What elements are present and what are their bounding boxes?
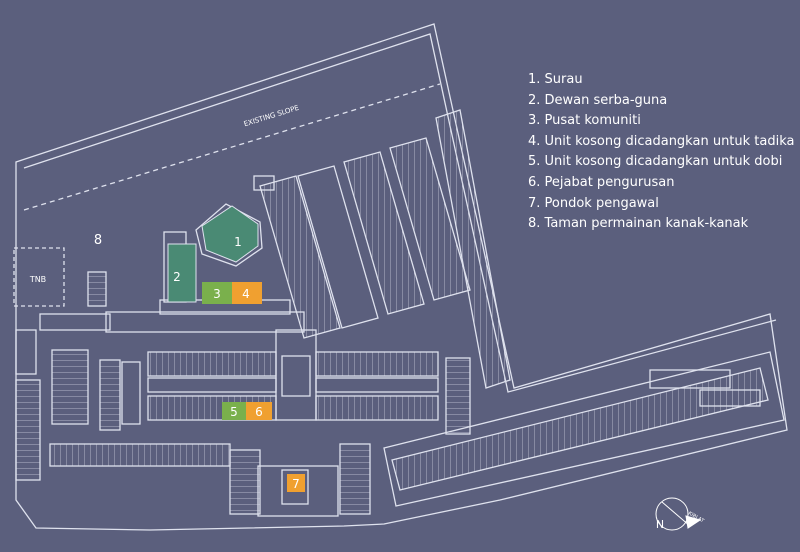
existing-slope-label: EXISTING SLOPE — [243, 104, 300, 128]
surau-outline — [195, 203, 263, 267]
compass — [655, 497, 702, 531]
tnb-box — [13, 247, 65, 307]
marker-1-label: 1 — [234, 235, 242, 249]
area-8-label: 8 — [94, 233, 102, 248]
marker-2 — [167, 243, 197, 303]
tnb-label: TNB — [29, 275, 46, 284]
site-boundary — [15, 23, 788, 531]
marker-1 — [201, 205, 259, 263]
legend-item-6: 6. Pejabat pengurusan — [528, 174, 675, 190]
diagonal-parking — [259, 109, 511, 389]
marker-4 — [232, 282, 262, 304]
marker-5 — [222, 402, 246, 420]
marker-5-label: 5 — [230, 405, 238, 419]
legend: 1. Surau 2. Dewan serba-guna 3. Pusat ko… — [528, 70, 795, 235]
east-parking — [383, 351, 785, 507]
legend-item-3: 3. Pusat komuniti — [528, 113, 641, 129]
legend-item-2: 2. Dewan serba-guna — [528, 92, 668, 108]
marker-6-label: 6 — [255, 405, 263, 419]
marker-2-label: 2 — [173, 270, 181, 284]
legend-item-4: 4. Unit kosong dicadangkan untuk tadika — [528, 133, 795, 149]
north-label: N — [656, 518, 664, 531]
marker-3 — [202, 282, 232, 304]
slope-line — [23, 83, 441, 211]
legend-item-8: 8. Taman permainan kanak-kanak — [528, 216, 749, 232]
legend-item-7: 7. Pondok pengawal — [528, 195, 659, 211]
facility-markers — [167, 205, 305, 492]
marker-3-label: 3 — [213, 287, 221, 301]
marker-7-label: 7 — [292, 477, 300, 491]
building-complex — [15, 175, 471, 517]
marker-7 — [287, 474, 305, 492]
marker-6 — [246, 402, 272, 420]
legend-item-5: 5. Unit kosong dicadangkan untuk dobi — [528, 154, 783, 170]
legend-item-1: 1. Surau — [528, 72, 583, 87]
marker-4-label: 4 — [242, 287, 250, 301]
